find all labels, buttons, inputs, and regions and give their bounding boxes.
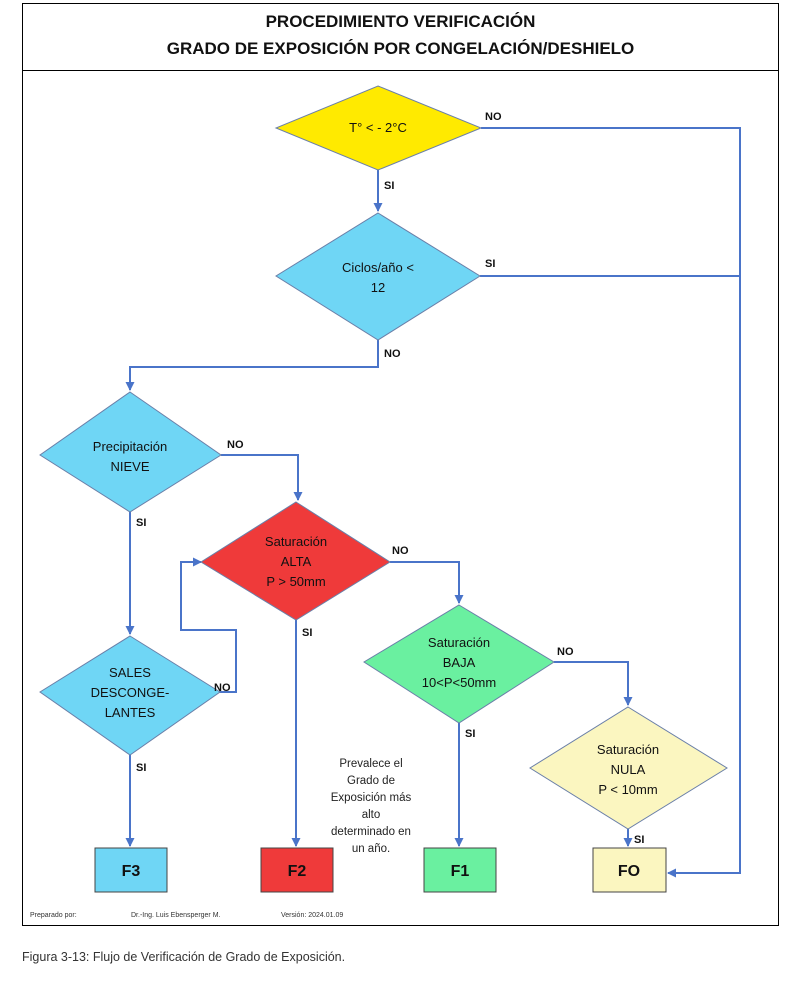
decision-saturation-null <box>529 706 728 830</box>
temp-label: T° < - 2°C <box>349 120 407 135</box>
note-line-3: Exposición más <box>331 792 412 804</box>
decision-deicing-salts <box>39 635 221 756</box>
decision-precipitation <box>39 391 222 513</box>
cycles-label-1: Ciclos/año < <box>342 260 414 275</box>
edge-label-sales-no: NO <box>214 682 231 694</box>
alta-label-3: P > 50mm <box>266 574 325 589</box>
note-line-5: determinado en <box>331 826 411 838</box>
outcome-f0-label: FO <box>618 863 640 880</box>
note-line-4: alto <box>362 809 381 821</box>
note-line-6: un año. <box>352 843 390 855</box>
title-line-2: GRADO DE EXPOSICIÓN POR CONGELACIÓN/DESH… <box>166 39 635 58</box>
edge-sales-no <box>180 557 237 693</box>
outcome-f2 <box>260 847 334 893</box>
edge-label-alta-no: NO <box>392 545 409 557</box>
footer-version: Versión: 2024.01.09 <box>281 912 343 919</box>
edge-label-nula-si: SI <box>634 834 644 846</box>
decision-saturation-low <box>363 604 555 724</box>
note-line-2: Grado de <box>347 775 395 787</box>
baja-label-2: BAJA <box>443 655 476 670</box>
nula-label-2: NULA <box>611 762 646 777</box>
edge-label-precip-no: NO <box>227 439 244 451</box>
outcome-f0 <box>592 847 667 893</box>
flowchart: T° < - 2°C Ciclos/año < 12 Precipitación… <box>30 85 741 919</box>
edge-label-precip-si: SI <box>136 517 146 529</box>
outcome-f3-label: F3 <box>122 863 141 880</box>
edge-precip-no <box>221 454 303 501</box>
alta-label-1: Saturación <box>265 534 327 549</box>
footer-author: Dr.-Ing. Luis Ebensperger M. <box>131 912 221 919</box>
baja-label-3: 10<P<50mm <box>422 675 496 690</box>
edge-ciclos-no <box>125 340 379 391</box>
baja-label-1: Saturación <box>428 635 490 650</box>
outcome-f3 <box>94 847 168 893</box>
alta-label-2: ALTA <box>281 554 312 569</box>
precip-label-2: NIEVE <box>110 459 149 474</box>
edge-label-ciclos-si: SI <box>485 258 495 270</box>
edge-label-sales-si: SI <box>136 762 146 774</box>
decision-saturation-high <box>200 501 391 621</box>
figure-caption: Figura 3-13: Flujo de Verificación de Gr… <box>22 950 346 964</box>
edge-temp-no <box>481 127 741 878</box>
edge-label-alta-si: SI <box>302 627 312 639</box>
footer-prepared-label: Preparado por: <box>30 912 77 919</box>
title-box: PROCEDIMIENTO VERIFICACIÓN GRADO DE EXPO… <box>22 3 779 71</box>
prevalence-note: Prevalece el Grado de Exposición más alt… <box>331 758 412 855</box>
outcome-f1-label: F1 <box>451 863 470 880</box>
sales-label-2: DESCONGE- <box>91 685 170 700</box>
connectors <box>125 127 741 878</box>
decision-temperature <box>274 85 483 171</box>
edge-alta-no <box>390 561 464 604</box>
cycles-label-2: 12 <box>371 280 385 295</box>
title-line-1: PROCEDIMIENTO VERIFICACIÓN <box>265 12 536 31</box>
note-line-1: Prevalece el <box>339 758 402 770</box>
precip-label-1: Precipitación <box>93 439 167 454</box>
edge-baja-no <box>554 661 633 706</box>
outcome-f2-label: F2 <box>288 863 307 880</box>
edge-label-temp-si: SI <box>384 180 394 192</box>
sales-label-1: SALES <box>109 665 151 680</box>
nula-label-1: Saturación <box>597 742 659 757</box>
sales-label-3: LANTES <box>105 705 156 720</box>
edge-label-ciclos-no: NO <box>384 348 401 360</box>
decision-cycles <box>275 212 481 341</box>
edge-label-baja-no: NO <box>557 646 574 658</box>
outcome-f1 <box>423 847 497 893</box>
nula-label-3: P < 10mm <box>598 782 657 797</box>
edge-label-baja-si: SI <box>465 728 475 740</box>
edge-label-temp-no: NO <box>485 111 502 123</box>
